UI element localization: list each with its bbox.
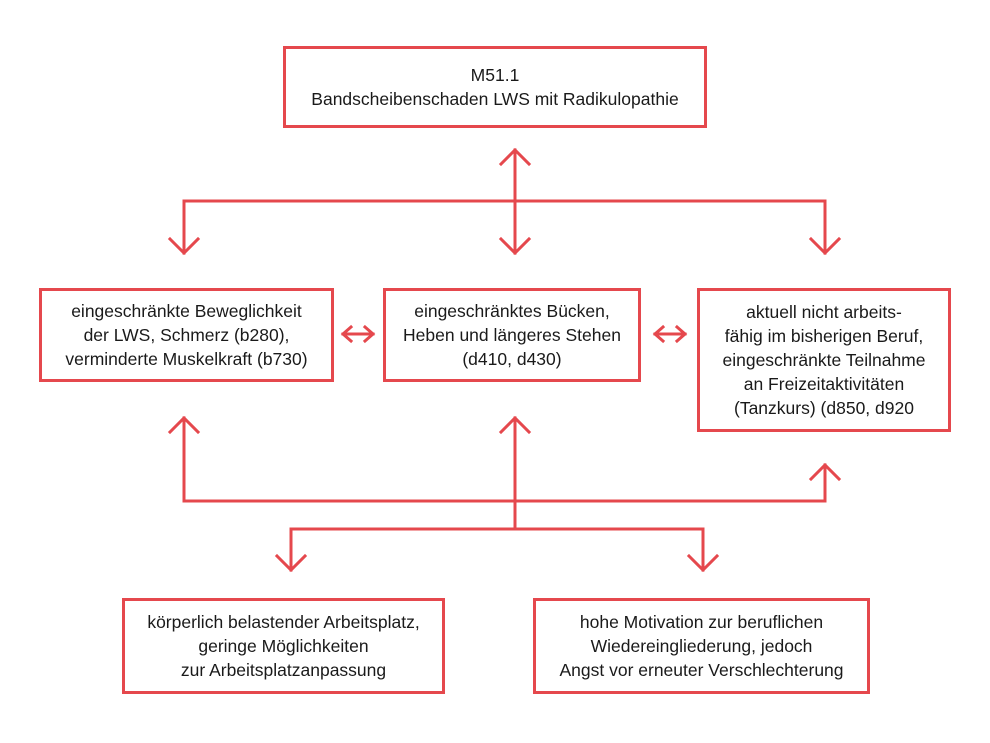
participation-box: aktuell nicht arbeits- fähig im bisherig… bbox=[697, 288, 951, 432]
environment-factors-box: körperlich belastender Arbeitsplatz, ger… bbox=[122, 598, 445, 694]
arrowhead-body-activity-left bbox=[340, 324, 354, 344]
arrowhead-participation-down bbox=[808, 236, 842, 256]
participation-line: fähig im bisherigen Beruf, bbox=[724, 326, 924, 346]
arrowhead-environment-down bbox=[274, 553, 308, 573]
environment-line: zur Arbeitsplatzanpassung bbox=[180, 660, 387, 680]
arrowhead-participation-up bbox=[808, 462, 842, 482]
body-function-line: eingeschränkte Beweglichkeit bbox=[71, 301, 302, 321]
arrowhead-personal-down bbox=[686, 553, 720, 573]
personal-line: Wiedereingliederung, jedoch bbox=[590, 636, 813, 656]
activity-line: (d410, d430) bbox=[462, 349, 562, 369]
body-function-line: verminderte Muskelkraft (b730) bbox=[65, 349, 308, 369]
environment-line: körperlich belastender Arbeitsplatz, bbox=[147, 612, 420, 632]
activity-line: Heben und längeres Stehen bbox=[403, 325, 621, 345]
arrowhead-middle-down bbox=[498, 236, 532, 256]
arrowhead-activity-participation-right bbox=[674, 324, 688, 344]
arrowhead-body-function-down bbox=[167, 236, 201, 256]
personal-factors-box: hohe Motivation zur beruflichen Wiederei… bbox=[533, 598, 870, 694]
body-function-line: der LWS, Schmerz (b280), bbox=[83, 325, 290, 345]
personal-line: Angst vor erneuter Verschlechterung bbox=[559, 660, 844, 680]
participation-line: (Tanzkurs) (d850, d920 bbox=[734, 398, 914, 418]
activity-box: eingeschränktes Bücken, Heben und länger… bbox=[383, 288, 641, 382]
diagnosis-line: Bandscheibenschaden LWS mit Radikulopath… bbox=[311, 89, 679, 109]
environment-line: geringe Möglichkeiten bbox=[198, 636, 369, 656]
arrowhead-body-activity-right bbox=[362, 324, 376, 344]
arrowhead-activity-up bbox=[498, 415, 532, 435]
arrowhead-diagnosis-up bbox=[498, 147, 532, 167]
diagnosis-box: M51.1 Bandscheibenschaden LWS mit Radiku… bbox=[283, 46, 707, 128]
arrowhead-activity-participation-left bbox=[652, 324, 666, 344]
participation-line: aktuell nicht arbeits- bbox=[746, 302, 902, 322]
participation-line: eingeschränkte Teilnahme bbox=[722, 350, 926, 370]
arrowhead-body-function-up bbox=[167, 415, 201, 435]
participation-line: an Freizeitaktivitäten bbox=[743, 374, 905, 394]
diagnosis-line: M51.1 bbox=[470, 65, 520, 85]
activity-line: eingeschränktes Bücken, bbox=[414, 301, 610, 321]
personal-line: hohe Motivation zur beruflichen bbox=[579, 612, 824, 632]
body-function-box: eingeschränkte Beweglichkeit der LWS, Sc… bbox=[39, 288, 334, 382]
